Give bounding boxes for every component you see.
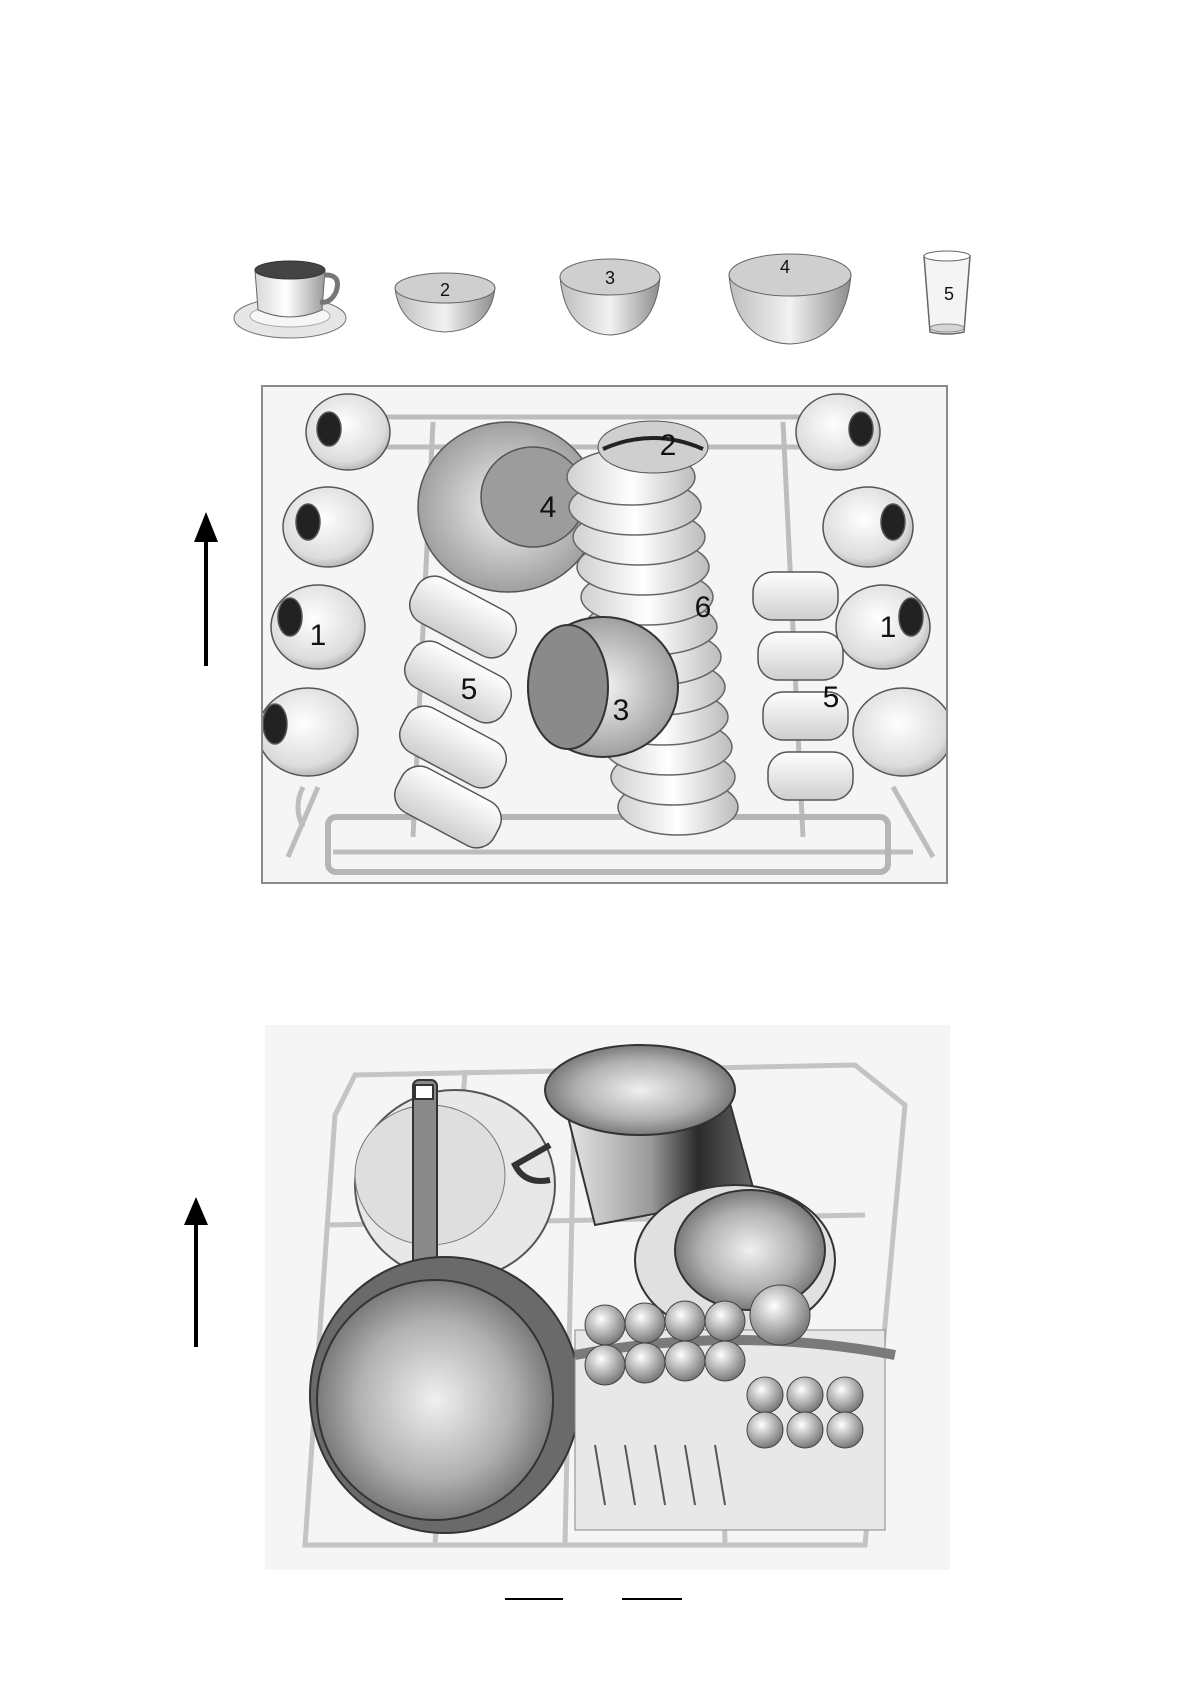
upper-basket-scene: 1 1 2 3 4 5 5 6	[263, 387, 946, 882]
label-plates: 6	[695, 591, 712, 624]
legend-medium-bowl: 3	[555, 255, 665, 340]
cup-and-saucer-icon	[230, 250, 350, 345]
glasses-left	[388, 569, 524, 855]
upper-basket-illustration: 1 1 2 3 4 5 5 6	[261, 385, 948, 884]
label-cups-right: 1	[880, 611, 897, 644]
glass-icon: 5	[920, 248, 975, 338]
footer-rule-left	[505, 1598, 563, 1600]
cutlery-basket	[575, 1285, 895, 1530]
label-glasses-left: 5	[461, 673, 478, 706]
label-medium-bowl: 3	[613, 694, 630, 727]
footer-rule-right	[622, 1598, 682, 1600]
small-bowl-icon: 2	[390, 268, 500, 343]
lower-basket-scene	[265, 1025, 950, 1570]
lower-basket-direction-arrow	[180, 1195, 212, 1350]
lower-basket-illustration	[265, 1025, 950, 1570]
legend-cup-and-saucer	[230, 250, 350, 345]
upper-basket-direction-arrow	[190, 510, 222, 670]
label-glasses-right: 5	[823, 681, 840, 714]
legend-label-2: 2	[440, 280, 450, 300]
cups-left	[263, 394, 390, 776]
label-small-bowl: 2	[660, 429, 677, 462]
up-arrow-icon	[180, 1195, 212, 1350]
small-bowl	[598, 421, 708, 473]
medium-bowl-icon: 3	[555, 255, 665, 340]
medium-bowl	[528, 617, 678, 757]
label-cups-left: 1	[310, 619, 327, 652]
legend-label-3: 3	[605, 268, 615, 288]
legend-small-bowl: 2	[390, 268, 500, 343]
legend-glass: 5	[920, 248, 975, 338]
legend-label-5: 5	[944, 284, 954, 304]
label-large-bowl: 4	[540, 491, 557, 524]
up-arrow-icon	[190, 510, 222, 670]
legend-label-4: 4	[780, 257, 790, 277]
legend-large-bowl: 4	[725, 250, 855, 348]
large-bowl-icon: 4	[725, 250, 855, 348]
